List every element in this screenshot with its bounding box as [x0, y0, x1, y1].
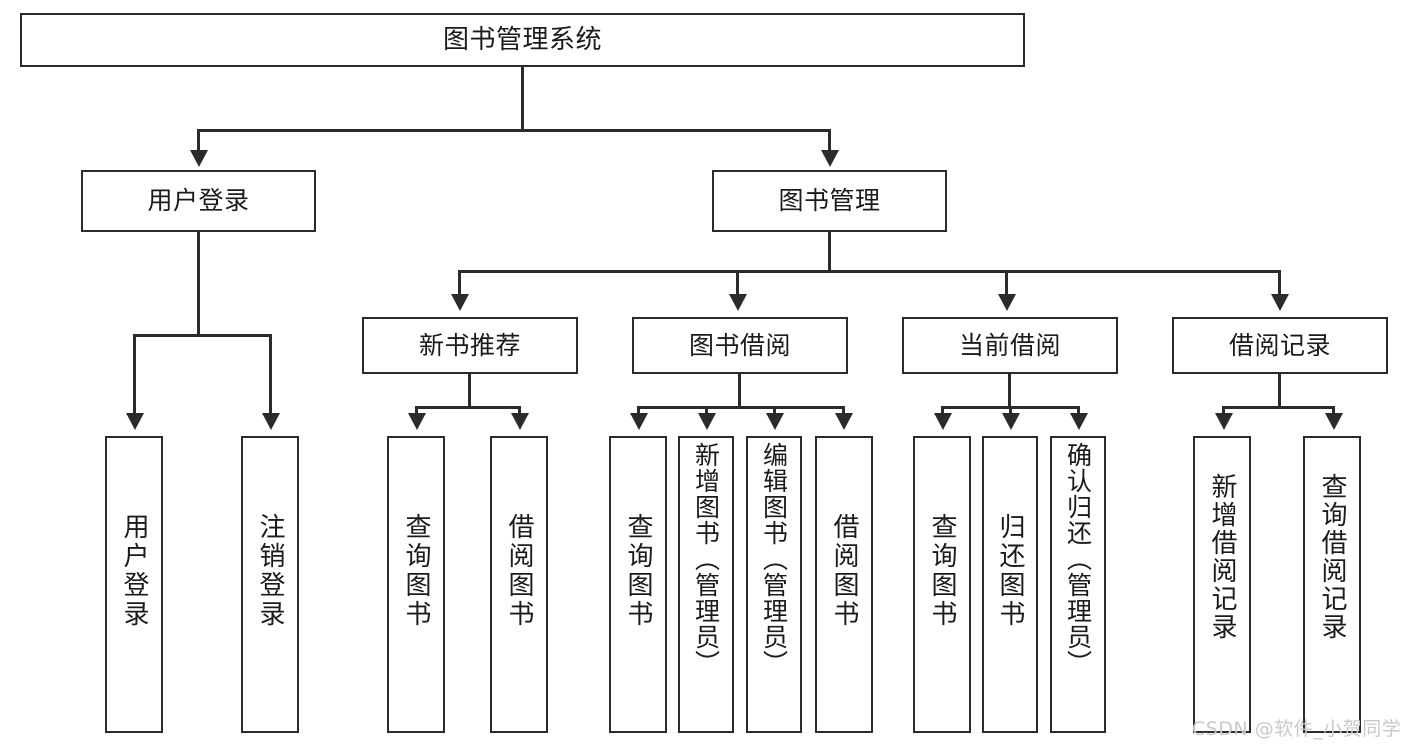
node-current-borrow[interactable]: 当前借阅 [902, 317, 1118, 374]
arrow-to-leaf-confirm-return [1070, 413, 1088, 430]
arrow-to-leaf-add-record [1215, 413, 1233, 430]
node-root-book-management-system[interactable]: 图书管理系统 [20, 13, 1025, 67]
node-label: 注销登录 [255, 513, 285, 629]
arrow-to-book-management [821, 150, 839, 167]
connector-level1-drop-left [197, 129, 200, 152]
node-label: 用户登录 [119, 513, 149, 629]
arrow-to-book-borrow [729, 294, 747, 311]
connector-level2-drop-1 [458, 270, 461, 296]
node-label: 查询图书 [623, 513, 653, 629]
leaf-query-borrow-record[interactable]: 查询借阅记录 [1303, 436, 1361, 733]
node-borrow-record[interactable]: 借阅记录 [1172, 317, 1388, 374]
arrow-to-current-borrow [998, 294, 1016, 311]
node-label: 图书管理 [778, 186, 881, 216]
leaf-add-book-admin[interactable]: 新增图书（管理员） [678, 436, 734, 733]
connector-level2-drop-3 [1005, 270, 1008, 296]
leaf-query-book-borrow[interactable]: 查询图书 [609, 436, 667, 733]
connector-user-login-stem [197, 232, 200, 334]
arrow-to-borrow-record [1271, 294, 1289, 311]
connector-record-stem [1278, 374, 1281, 406]
connector-level2-drop-2 [736, 270, 739, 296]
arrow-to-leaf-query-book-1 [408, 413, 426, 430]
connector-recommend-stem [468, 374, 471, 406]
arrow-to-leaf-borrow-book-1 [511, 413, 529, 430]
leaf-add-borrow-record[interactable]: 新增借阅记录 [1193, 436, 1251, 733]
node-new-book-recommend[interactable]: 新书推荐 [362, 317, 578, 374]
node-label: 图书借阅 [688, 330, 791, 360]
connector-record-drop-1 [1222, 406, 1225, 415]
node-label: 图书管理系统 [442, 24, 602, 55]
csdn-watermark: CSDN @软件_小贺同学 [1192, 718, 1402, 740]
node-label: 新增借阅记录 [1207, 473, 1237, 641]
connector-record-bar [1222, 406, 1335, 409]
leaf-query-book-recommend[interactable]: 查询图书 [387, 436, 445, 733]
node-book-borrow[interactable]: 图书借阅 [632, 317, 848, 374]
connector-level2-bar [458, 270, 1281, 273]
connector-recommend-bar [415, 406, 521, 409]
leaf-edit-book-admin[interactable]: 编辑图书（管理员） [746, 436, 802, 733]
connector-level1-drop-right [828, 129, 831, 152]
connector-user-login-drop-2 [269, 334, 272, 415]
connector-borrow-drop-1 [637, 406, 640, 415]
connector-borrow-stem [738, 374, 741, 406]
arrow-to-leaf-add-book [698, 413, 716, 430]
connector-level1-bar [197, 129, 831, 132]
node-book-management[interactable]: 图书管理 [712, 170, 947, 232]
connector-recommend-drop-1 [415, 406, 418, 415]
node-label: 查询图书 [927, 513, 957, 629]
connector-current-drop-1 [941, 406, 944, 415]
arrow-to-leaf-query-record [1325, 413, 1343, 430]
arrow-to-leaf-edit-book [766, 413, 784, 430]
node-label: 借阅图书 [504, 513, 534, 629]
node-label: 编辑图书（管理员） [759, 442, 789, 676]
arrow-to-user-login [190, 150, 208, 167]
node-user-login[interactable]: 用户登录 [81, 170, 316, 232]
arrow-to-leaf-borrow-book-2 [835, 413, 853, 430]
node-label: 借阅记录 [1228, 330, 1331, 360]
arrow-to-leaf-query-book-2 [630, 413, 648, 430]
leaf-query-book-current[interactable]: 查询图书 [913, 436, 971, 733]
leaf-confirm-return-admin[interactable]: 确认归还（管理员） [1050, 436, 1106, 733]
node-label: 查询图书 [401, 513, 431, 629]
connector-current-stem [1008, 374, 1011, 406]
arrow-to-new-book-recommend [451, 294, 469, 311]
node-label: 借阅图书 [829, 513, 859, 629]
leaf-borrow-book-borrow[interactable]: 借阅图书 [815, 436, 873, 733]
connector-root-stem [521, 67, 524, 129]
node-label: 新增图书（管理员） [691, 442, 721, 676]
connector-recommend-drop-2 [518, 406, 521, 415]
arrow-to-leaf-user-login [126, 413, 144, 430]
leaf-borrow-book-recommend[interactable]: 借阅图书 [490, 436, 548, 733]
connector-current-drop-3 [1077, 406, 1080, 415]
connector-user-login-bar [133, 334, 272, 337]
node-label: 新书推荐 [418, 330, 521, 360]
leaf-user-login[interactable]: 用户登录 [105, 436, 163, 733]
connector-current-drop-2 [1009, 406, 1012, 415]
arrow-to-leaf-return-book [1002, 413, 1020, 430]
node-label: 归还图书 [995, 513, 1025, 629]
node-label: 查询借阅记录 [1317, 473, 1347, 641]
node-label: 确认归还（管理员） [1063, 442, 1093, 676]
connector-borrow-drop-4 [842, 406, 845, 415]
connector-user-login-drop-1 [133, 334, 136, 415]
node-label: 当前借阅 [958, 330, 1061, 360]
connector-level2-drop-4 [1278, 270, 1281, 296]
leaf-logout[interactable]: 注销登录 [241, 436, 299, 733]
arrow-to-leaf-logout [262, 413, 280, 430]
arrow-to-leaf-query-book-3 [934, 413, 952, 430]
connector-record-drop-2 [1332, 406, 1335, 415]
node-label: 用户登录 [147, 186, 250, 216]
connector-borrow-bar [637, 406, 845, 409]
connector-book-management-stem [828, 232, 831, 270]
connector-borrow-drop-2 [705, 406, 708, 415]
leaf-return-book[interactable]: 归还图书 [982, 436, 1038, 733]
connector-borrow-drop-3 [773, 406, 776, 415]
